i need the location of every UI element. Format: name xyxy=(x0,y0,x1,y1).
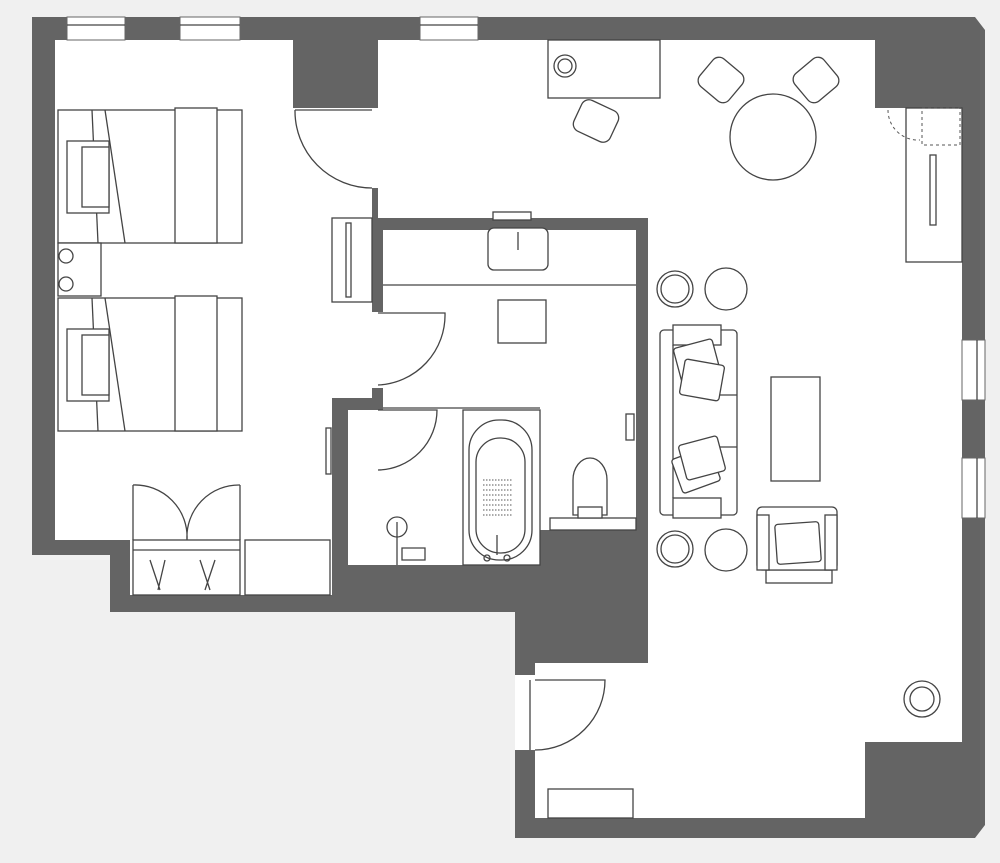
bathroom-doorway xyxy=(372,312,386,388)
shower-room-door[interactable] xyxy=(377,409,438,471)
side-tables xyxy=(656,267,748,572)
sofa xyxy=(659,324,738,519)
window xyxy=(419,16,479,41)
wardrobe xyxy=(132,484,331,596)
armchair xyxy=(756,506,838,584)
sink xyxy=(487,211,549,271)
window xyxy=(961,457,986,519)
nightstand xyxy=(57,242,102,297)
dining-chair xyxy=(792,56,840,104)
bedroom-door[interactable] xyxy=(294,109,373,189)
dining-chair xyxy=(697,56,745,104)
cabinet xyxy=(887,107,963,263)
bedroom-doorway xyxy=(372,108,380,188)
toilet xyxy=(549,457,637,531)
towel-rail xyxy=(625,413,635,441)
desk-chair xyxy=(572,99,620,143)
bedroom-side-door[interactable] xyxy=(325,427,332,475)
bathtub xyxy=(462,409,541,566)
windows xyxy=(66,16,986,519)
window xyxy=(961,339,986,401)
window xyxy=(179,16,241,41)
window xyxy=(66,16,126,41)
bath-mat xyxy=(497,299,547,344)
dining-table xyxy=(729,93,817,181)
bed xyxy=(57,295,243,432)
work-desk xyxy=(547,39,661,99)
coffee-table xyxy=(770,376,821,482)
floor-lamp xyxy=(903,680,941,718)
entrance-doorway xyxy=(515,675,537,750)
entrance-door[interactable] xyxy=(529,679,606,751)
bedroom-desk xyxy=(331,217,373,303)
bed xyxy=(57,107,243,244)
bathroom-door[interactable] xyxy=(377,312,446,386)
shower xyxy=(386,516,426,565)
entry-bench xyxy=(547,788,634,819)
